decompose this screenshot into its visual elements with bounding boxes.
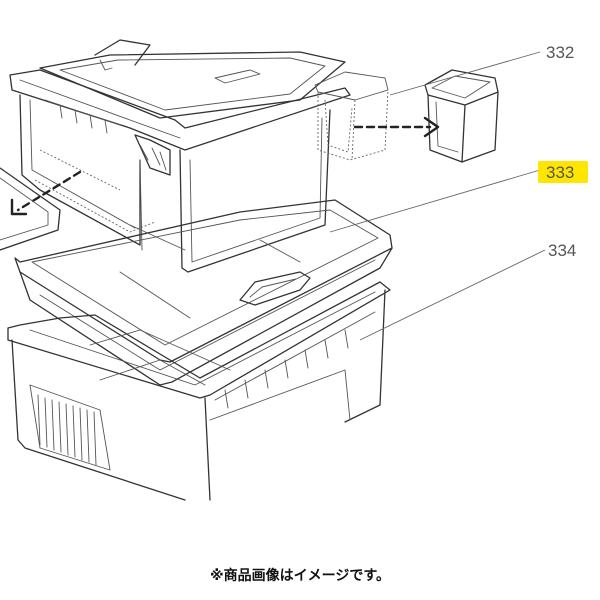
label-highlight	[538, 161, 588, 183]
leader-333	[329, 169, 541, 233]
side-panel	[0, 167, 61, 251]
leader-334	[359, 249, 546, 341]
tray-333	[14, 199, 393, 386]
bin-334	[7, 281, 391, 501]
part-label-334: 334	[548, 241, 576, 260]
cup-inside-drawer	[314, 71, 389, 161]
pull-out-arrow	[10, 170, 82, 216]
image-disclaimer: ※商品画像はイメージです。	[210, 568, 390, 584]
part-label-332: 332	[546, 43, 574, 62]
part-label-333: 333	[546, 163, 574, 182]
upper-drawer	[9, 69, 351, 273]
leader-332	[389, 51, 541, 96]
removed-cup-332	[424, 69, 499, 163]
move-right-arrow	[353, 116, 440, 138]
upper-back-tray	[39, 39, 346, 119]
